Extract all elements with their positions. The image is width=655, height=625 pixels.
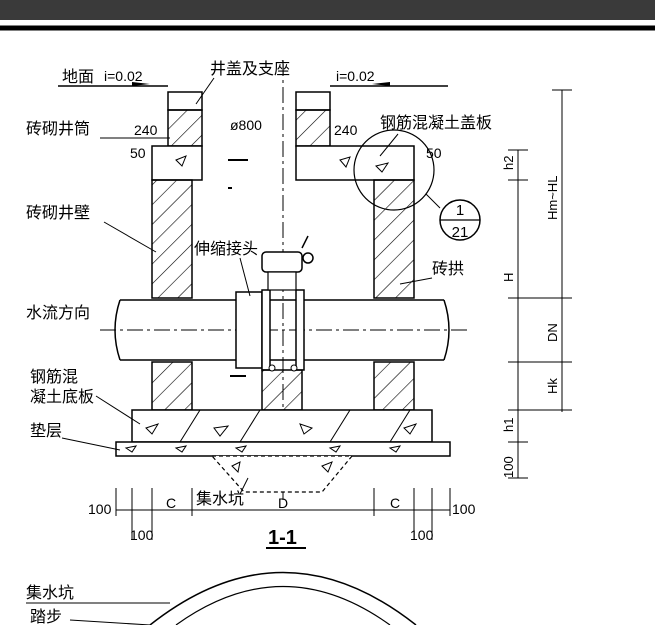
leader-brick-wall bbox=[103, 221, 157, 253]
aggregate-mark bbox=[299, 423, 314, 435]
brick-wall-left-lower bbox=[151, 361, 193, 411]
dim-240-right: 240 bbox=[334, 122, 358, 138]
detail-circle bbox=[353, 129, 435, 211]
plan-outer-circle bbox=[149, 571, 417, 625]
aggregate-mark bbox=[403, 423, 418, 435]
leader-sump bbox=[239, 477, 249, 495]
aggregate-mark bbox=[321, 461, 333, 473]
slab-hatch bbox=[329, 409, 351, 443]
dim-100-bottom-left-upper: 100 bbox=[88, 501, 112, 517]
detail-callout-number: 1 bbox=[456, 202, 464, 219]
dim-50-right: 50 bbox=[426, 145, 442, 161]
label-expansion-joint: 伸缩接头 bbox=[194, 240, 258, 258]
aggregate-mark bbox=[174, 445, 188, 453]
plan-inner-circle bbox=[175, 585, 391, 625]
label-step: 踏步 bbox=[30, 608, 62, 625]
label-brick-wall: 砖砌井壁 bbox=[26, 203, 90, 222]
sump-pit bbox=[210, 455, 354, 493]
brick-wall-right-lower bbox=[373, 361, 415, 411]
label-sump: 集水坑 bbox=[196, 490, 244, 508]
leader-expansion-joint bbox=[239, 257, 251, 297]
cover-frame-right bbox=[295, 91, 331, 111]
aggregate-mark bbox=[328, 445, 342, 453]
flange-right bbox=[295, 289, 305, 371]
dim-C-left: C bbox=[166, 495, 176, 511]
dim-100-vertical: 100 bbox=[501, 456, 516, 478]
expansion-joint-body bbox=[235, 291, 263, 369]
plan-leader-step bbox=[69, 619, 151, 625]
brick-shaft-right bbox=[295, 109, 331, 147]
support-bolt-icon bbox=[290, 364, 298, 372]
dim-100-bottom-left-lower: 100 bbox=[130, 527, 154, 543]
valve-handle-icon bbox=[302, 252, 314, 264]
dim-50-left: 50 bbox=[130, 145, 146, 161]
label-sump-plan: 集水坑 bbox=[26, 584, 74, 602]
dim-100-bottom-right-lower: 100 bbox=[410, 527, 434, 543]
slope-arrow-left bbox=[132, 82, 150, 86]
dim-DN: DN bbox=[545, 323, 560, 342]
flange-left bbox=[261, 289, 271, 371]
label-slope-right: i=0.02 bbox=[336, 68, 375, 84]
label-rc-cover-slab: 钢筋混凝土盖板 bbox=[380, 114, 492, 132]
slope-arrow-right bbox=[372, 82, 390, 86]
label-rc-bottom-slab-line1: 钢筋混 bbox=[30, 368, 78, 386]
aggregate-mark bbox=[234, 445, 248, 453]
cushion-layer bbox=[115, 441, 451, 457]
label-cushion: 垫层 bbox=[30, 422, 62, 440]
valve-body bbox=[261, 251, 303, 273]
label-flow-direction: 水流方向 bbox=[26, 304, 90, 322]
aggregate-mark bbox=[124, 445, 138, 453]
label-cover-seat: 井盖及支座 bbox=[210, 60, 290, 78]
dim-Hk: Hk bbox=[545, 378, 560, 394]
leader-bottom-slab bbox=[95, 395, 141, 425]
aggregate-mark bbox=[339, 156, 351, 168]
slab-hatch bbox=[179, 409, 201, 443]
leader-brick-arch bbox=[399, 277, 433, 285]
aggregate-mark bbox=[231, 461, 241, 474]
dim-h1: h1 bbox=[501, 418, 516, 432]
valve-neck bbox=[267, 271, 297, 291]
pipe-support bbox=[261, 369, 303, 411]
label-rc-bottom-slab-line2: 凝土底板 bbox=[30, 388, 94, 406]
dim-240-left: 240 bbox=[134, 122, 158, 138]
support-bolt-icon bbox=[268, 364, 276, 372]
dim-100-bottom-right-upper: 100 bbox=[452, 501, 476, 517]
dim-phi800: ø800 bbox=[230, 117, 262, 133]
slab-hatch bbox=[239, 409, 261, 443]
dim-D: D bbox=[278, 495, 288, 511]
aggregate-mark bbox=[213, 425, 230, 437]
dim-H: H bbox=[501, 273, 516, 282]
brick-shaft-left bbox=[167, 109, 203, 147]
label-brick-shaft: 砖砌井筒 bbox=[26, 120, 90, 138]
brick-wall-right bbox=[373, 179, 415, 299]
label-brick-arch: 砖拱 bbox=[432, 260, 464, 278]
slab-hatch bbox=[389, 409, 411, 443]
brick-wall-left bbox=[151, 179, 193, 299]
cover-frame-left bbox=[167, 91, 203, 111]
dim-hm-hl: Hm~HL bbox=[545, 176, 560, 220]
label-ground: 地面 bbox=[62, 68, 94, 86]
aggregate-mark bbox=[388, 445, 402, 453]
detail-leader bbox=[425, 193, 441, 209]
label-slope-left: i=0.02 bbox=[104, 68, 143, 84]
leader-cushion bbox=[61, 437, 121, 451]
rc-bottom-slab bbox=[131, 409, 433, 443]
pipe-end-right bbox=[443, 299, 450, 361]
detail-callout-sheet: 21 bbox=[452, 224, 469, 241]
cover-slab-left bbox=[151, 145, 203, 181]
dim-C-right: C bbox=[390, 495, 400, 511]
leader-rc-cover bbox=[379, 133, 399, 157]
dim-h2: h2 bbox=[501, 156, 516, 170]
title-band bbox=[0, 0, 655, 20]
aggregate-mark bbox=[145, 423, 160, 435]
aggregate-mark bbox=[375, 162, 390, 173]
aggregate-mark bbox=[175, 155, 187, 167]
leader-cover-seat bbox=[195, 77, 215, 105]
valve-stem bbox=[301, 235, 309, 249]
section-title: 1-1 bbox=[268, 527, 297, 549]
